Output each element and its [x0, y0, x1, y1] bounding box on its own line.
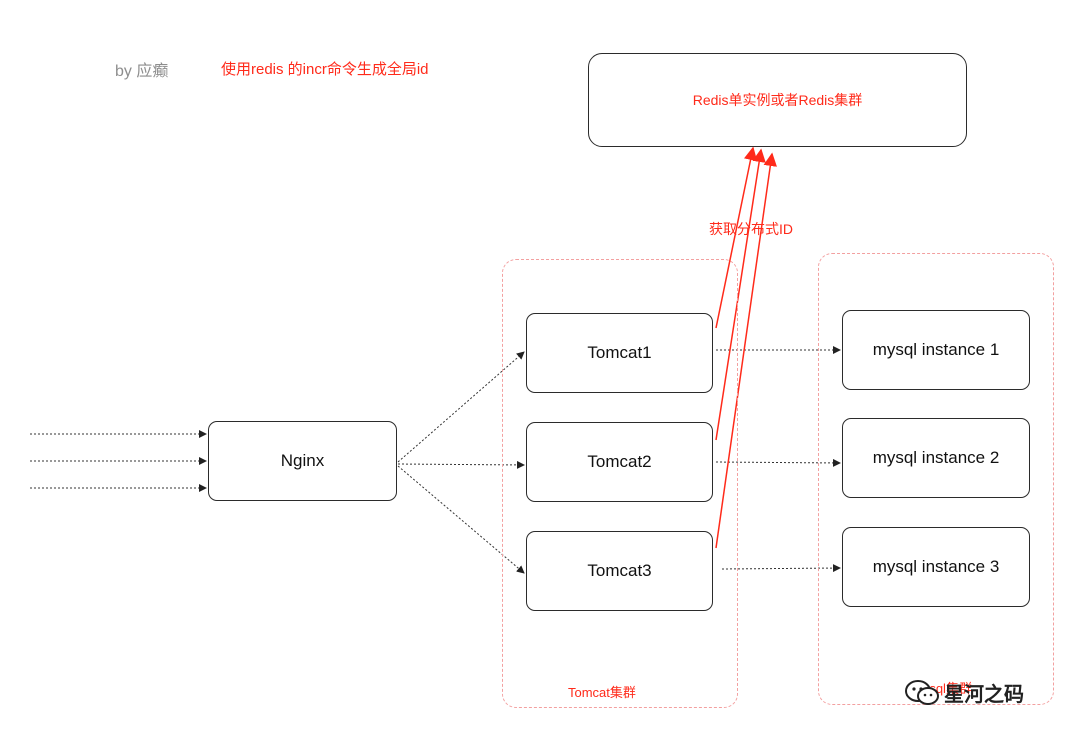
mysql-instance-1-node: mysql instance 1 [842, 310, 1030, 390]
tomcat1-node: Tomcat1 [526, 313, 713, 393]
mysql-instance-3-node: mysql instance 3 [842, 527, 1030, 607]
nginx-to-tomcat2-arrow [397, 460, 525, 469]
nginx-node: Nginx [208, 421, 397, 501]
watermark: 星河之码 [904, 678, 1024, 707]
watermark-text: 星河之码 [944, 684, 1024, 706]
tomcat2-node: Tomcat2 [526, 422, 713, 502]
wechat-icon [905, 679, 939, 705]
tomcat1-to-redis-arrow [715, 146, 758, 329]
tomcat-cluster-group [502, 259, 738, 708]
mysql-instance-3-label: mysql instance 3 [872, 557, 1000, 576]
tomcat2-label: Tomcat2 [587, 452, 652, 471]
mysql-instance-2-node: mysql instance 2 [842, 418, 1030, 498]
flow-label: 获取分布式ID [709, 221, 793, 237]
tomcat2-to-redis-arrow [715, 148, 766, 441]
mysql-instance-2-label: mysql instance 2 [872, 448, 1000, 467]
redis-node: Redis单实例或者Redis集群 [588, 53, 967, 147]
tomcat1-label: Tomcat1 [587, 343, 652, 362]
nginx-label: Nginx [280, 451, 325, 470]
tomcat3-label: Tomcat3 [587, 561, 652, 580]
title-note: 使用redis 的incr命令生成全局id [221, 61, 429, 78]
tomcat-cluster-label: Tomcat集群 [568, 685, 636, 700]
author-label: by 应癫 [115, 63, 169, 80]
tomcat3-to-redis-arrow [715, 152, 777, 549]
redis-label: Redis单实例或者Redis集群 [692, 92, 863, 108]
nginx-to-tomcat3-arrow [397, 465, 525, 574]
mysql-instance-1-label: mysql instance 1 [872, 340, 1000, 359]
tomcat2-to-mysql2-arrow [715, 458, 841, 467]
mysql-cluster-group [818, 253, 1054, 705]
tomcat3-node: Tomcat3 [526, 531, 713, 611]
